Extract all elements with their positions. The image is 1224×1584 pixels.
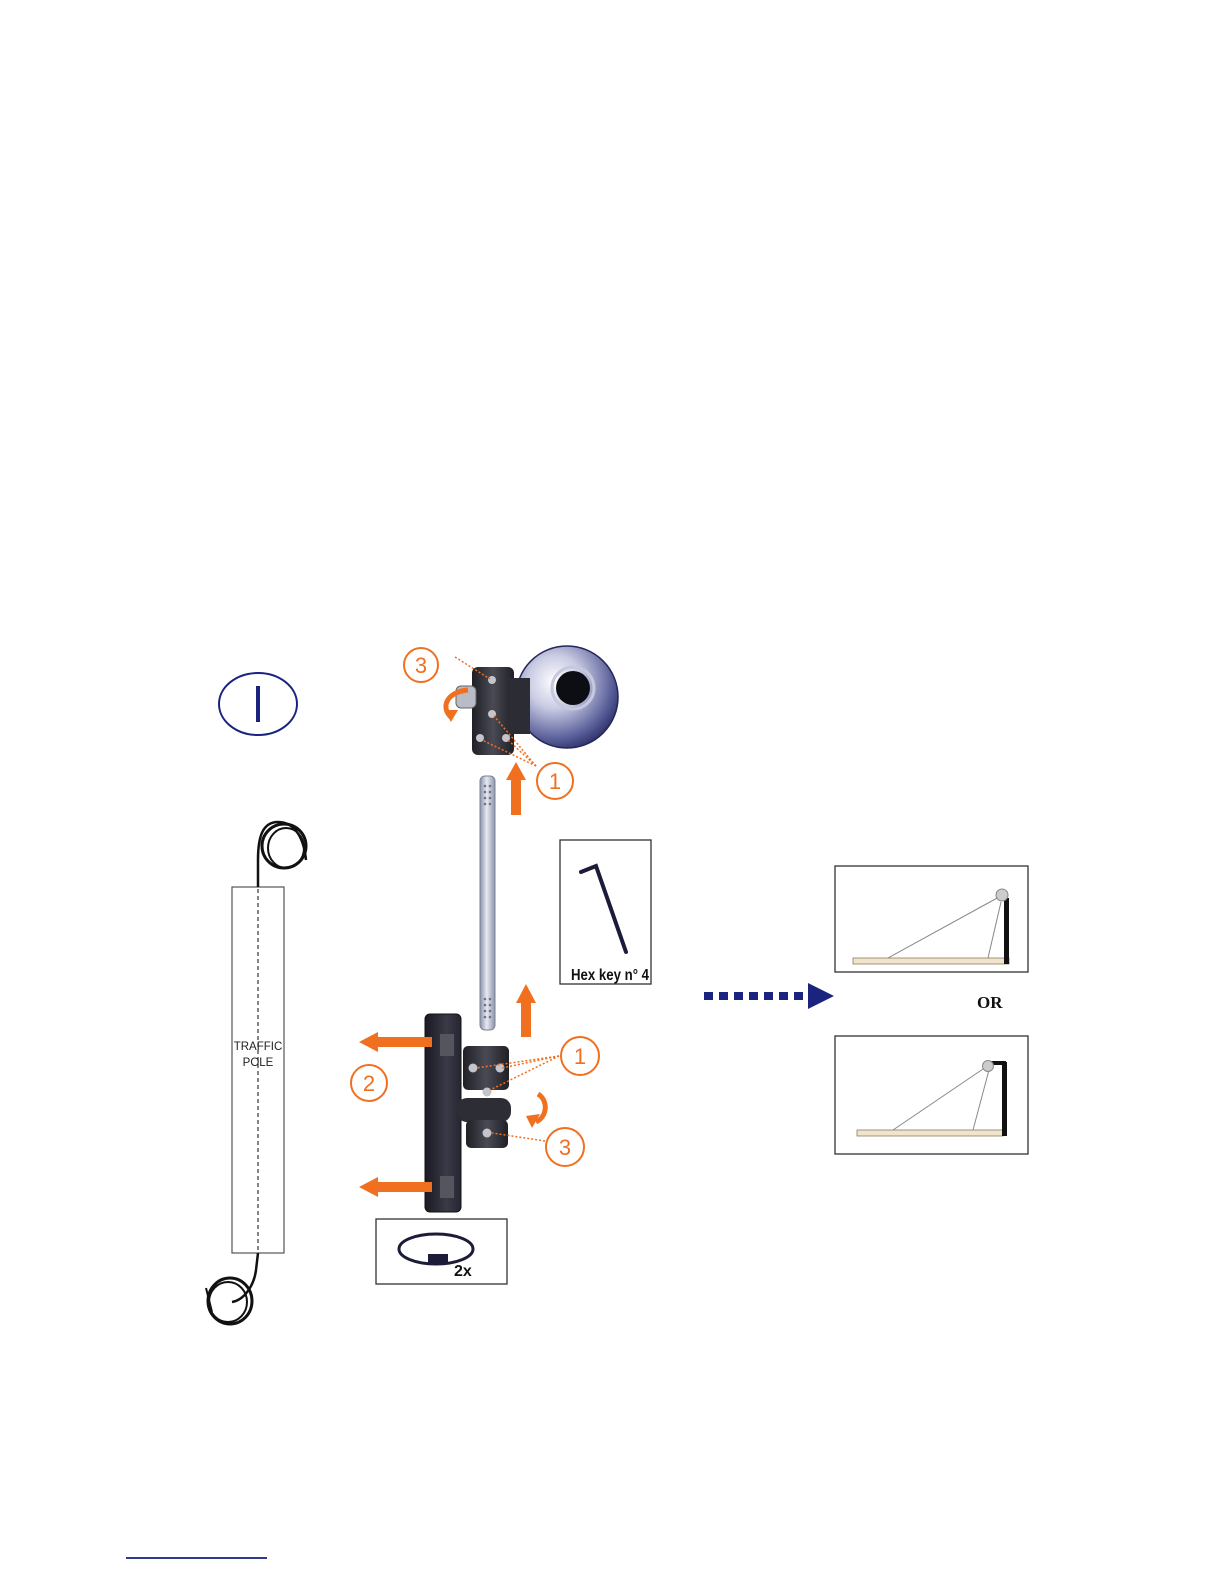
screw-bottom-3 [483,1129,492,1138]
hex-key-box: Hex key n° 4 [560,840,651,984]
svg-text:3: 3 [415,653,427,678]
mount-option-2 [835,1036,1028,1154]
next-step-arrow [704,983,834,1009]
cable-top-coil-inner [268,828,304,868]
screw-bottom-1c [483,1088,492,1097]
svg-text:1: 1 [574,1044,586,1069]
svg-text:3: 3 [559,1135,571,1160]
camera-dome-assembly [456,646,618,755]
option-2-ground [857,1130,1003,1136]
footer-rule [126,1557,267,1559]
strap-box: 2x [376,1219,507,1284]
up-arrow-top [506,762,526,815]
strap-slot-bottom [440,1176,454,1198]
strap-frame [376,1219,507,1284]
screw-top-1b [476,734,484,742]
or-label: OR [977,993,1003,1012]
bottom-bracket-joint [457,1098,511,1122]
left-arrow-top [359,1032,432,1052]
step-numeral-glyph [256,686,260,722]
screw-bottom-1a [469,1064,478,1073]
top-bracket-neck [508,678,530,734]
option-2-pole [1002,1062,1007,1136]
screw-top-3 [488,676,496,684]
up-arrow-mid [516,984,536,1037]
cable-bottom-coil-inner [209,1282,247,1322]
pole-label-line2: POLE [243,1057,274,1069]
rotate-arrow-top-head [444,710,458,722]
callout-2: 2 [351,1065,387,1101]
strap-buckle [428,1254,448,1264]
rod-body [480,776,495,1030]
svg-text:2: 2 [363,1071,375,1096]
option-1-frame [835,866,1028,972]
traffic-pole: TRAFFIC POLE [206,822,306,1324]
hex-key-frame [560,840,651,984]
step-indicator: I [219,673,297,735]
strap-label: 2x [454,1263,472,1280]
camera-lens [556,671,590,705]
mount-option-1 [835,866,1028,972]
mounting-rod [480,776,495,1030]
pole-label-line1: TRAFFIC [234,1041,283,1053]
option-2-camera [983,1061,994,1072]
strap-slot-top [440,1034,454,1056]
left-arrow-bottom [359,1177,432,1197]
option-1-pole [1004,898,1009,964]
wall-plate-assembly [425,1014,511,1212]
option-1-ground [853,958,1009,964]
svg-text:1: 1 [549,769,561,794]
option-1-camera [996,889,1008,901]
hex-key-label: Hex key n° 4 [571,967,649,984]
